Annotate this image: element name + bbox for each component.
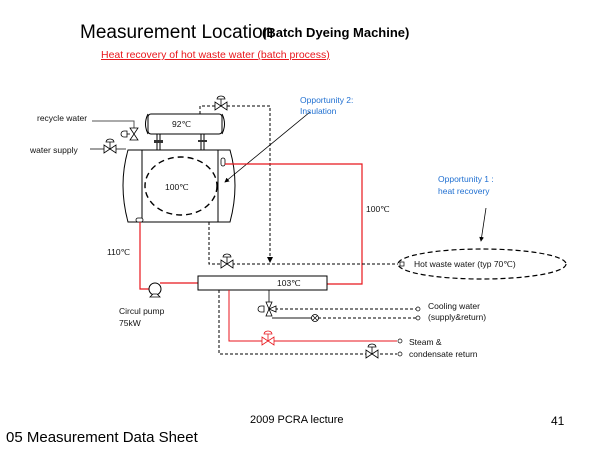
vent-line [199, 105, 273, 263]
circulation-pump-icon[interactable] [148, 282, 162, 298]
condensate-valve-icon[interactable] [365, 343, 379, 359]
return-temp-label: 100℃ [366, 204, 390, 214]
flow-meter-icon [311, 314, 319, 322]
hot-waste-water-ellipse [397, 248, 567, 280]
opportunity1-title: Opportunity 1 : [438, 174, 494, 184]
pump-name-label: Circul pump [119, 306, 165, 316]
hot-return-line [139, 163, 363, 290]
steam-line [228, 290, 403, 344]
hx-temp-label: 103℃ [277, 278, 301, 288]
cooling-water-sub-label: (supply&return) [428, 312, 487, 322]
opportunity2-title: Opportunity 2: [300, 95, 354, 105]
slide-title: Measurement Location [80, 22, 274, 43]
water-supply-label: water supply [30, 145, 78, 155]
outlet-temp-label: 110℃ [107, 247, 131, 257]
opportunity1-arrow [479, 207, 487, 242]
steam-label: Steam & [409, 337, 442, 347]
page-number: 41 [551, 414, 565, 428]
recycle-water-line [92, 120, 135, 140]
header-temp-label: 92℃ [172, 119, 192, 129]
cooling-three-way-valve-icon[interactable] [257, 301, 277, 317]
cooling-water-label: Cooling water [428, 301, 480, 311]
footer-lecture-label: 2009 PCRA lecture [250, 414, 344, 426]
drain-valve-icon[interactable] [220, 253, 234, 269]
heat-exchanger [197, 275, 328, 291]
opportunity2-arrow [224, 111, 311, 183]
opportunity1-detail: heat recovery [438, 186, 490, 196]
footer-section-title: 05 Measurement Data Sheet [6, 429, 198, 446]
hot-waste-water-label: Hot waste water (typ 70℃) [414, 259, 516, 269]
cooling-water-lines [268, 290, 421, 321]
steam-header [145, 113, 225, 150]
recycle-water-label: recycle water [37, 113, 88, 123]
water-supply-valve-icon[interactable] [103, 138, 117, 154]
slide-subtitle: (Batch Dyeing Machine) [262, 25, 410, 40]
section-heading-link[interactable]: Heat recovery of hot waste water (batch … [101, 49, 330, 61]
steam-valve-icon[interactable] [261, 330, 275, 346]
dyeing-vessel [122, 149, 236, 223]
vessel-temp-label: 100℃ [165, 182, 189, 192]
condensate-return-label: condensate return [409, 349, 478, 359]
pump-power-label: 75kW [119, 318, 141, 328]
vent-valve-icon[interactable] [214, 95, 228, 111]
recycle-valve-icon[interactable] [120, 127, 139, 141]
drain-line [208, 222, 399, 265]
condensate-line [218, 290, 403, 357]
opportunity2-detail: Insulation [300, 106, 337, 116]
